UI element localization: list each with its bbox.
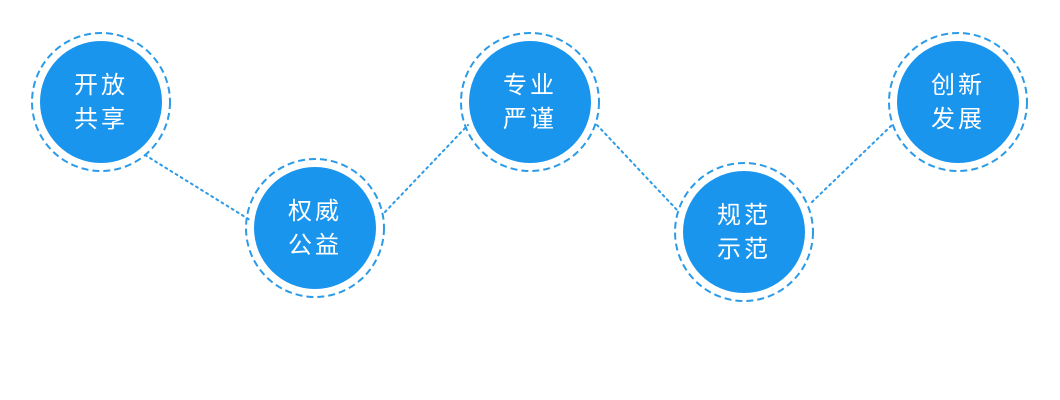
node-4-label-line1: 规范 — [717, 201, 771, 229]
node-1-label-line2: 共享 — [74, 105, 128, 133]
connector-4-5 — [811, 124, 893, 203]
connector-3-4 — [596, 124, 678, 211]
node-5-label-line2: 发展 — [931, 105, 985, 133]
node-1-circle — [40, 41, 162, 163]
node-2-label-line2: 公益 — [288, 231, 342, 259]
node-5: 创新 发展 — [888, 32, 1028, 172]
node-3: 专业 严谨 — [460, 32, 600, 172]
node-1-dashed-ring — [31, 32, 171, 172]
connector-1-2 — [144, 154, 251, 221]
node-2: 权威 公益 — [245, 158, 385, 298]
node-1: 开放 共享 — [31, 32, 171, 172]
node-3-dashed-ring — [460, 32, 600, 172]
node-5-dashed-ring — [888, 32, 1028, 172]
connector-2-3 — [384, 124, 469, 213]
node-2-label-line1: 权威 — [288, 197, 342, 225]
node-2-circle — [254, 167, 376, 289]
node-3-label-line1: 专业 — [503, 71, 557, 99]
node-3-circle — [469, 41, 591, 163]
node-5-circle — [897, 41, 1019, 163]
connector-lines — [144, 124, 893, 221]
node-4-circle — [683, 171, 805, 293]
node-3-label-line2: 严谨 — [503, 105, 557, 133]
node-4-dashed-ring — [674, 162, 814, 302]
node-5-label-line1: 创新 — [931, 71, 985, 99]
node-2-dashed-ring — [245, 158, 385, 298]
node-4: 规范 示范 — [674, 162, 814, 302]
node-4-label-line2: 示范 — [717, 235, 771, 263]
node-1-label-line1: 开放 — [74, 71, 128, 99]
